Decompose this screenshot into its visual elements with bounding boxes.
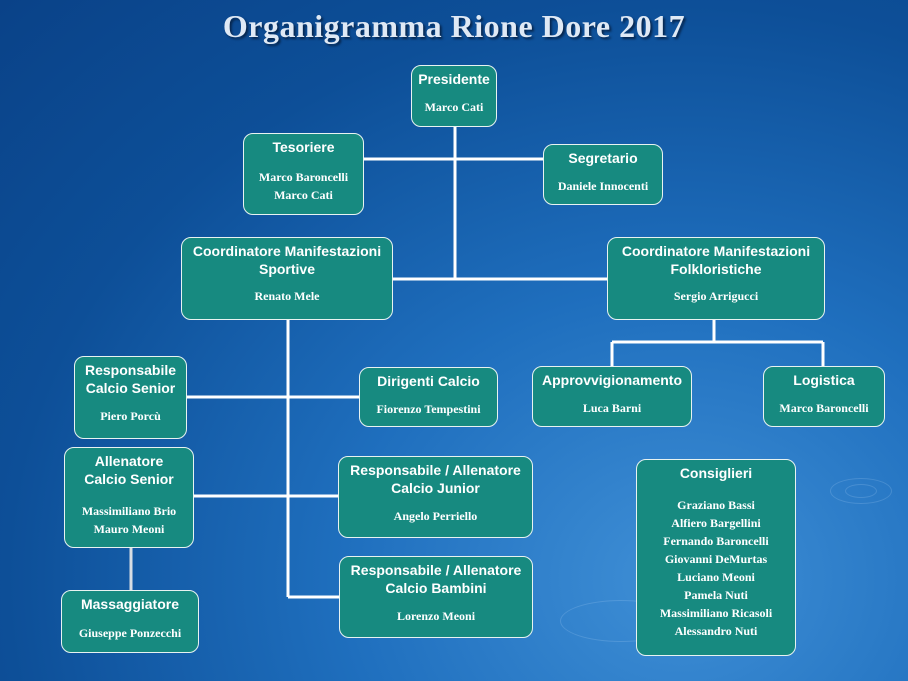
role-label: Approvvigionamento <box>541 372 682 388</box>
role-label: Responsabile / Allenatore <box>350 462 521 478</box>
person-name: Alessandro Nuti <box>674 624 758 638</box>
person-name: Luca Barni <box>582 401 642 415</box>
role-label: Massaggiatore <box>80 596 180 612</box>
role-label: Presidente <box>418 71 490 87</box>
box-allenatore-calcio-senior: Allenatore Calcio Senior Massimiliano Br… <box>64 447 194 548</box>
box-coordinatore-sportive: Coordinatore Manifestazioni Sportive Ren… <box>181 237 393 320</box>
person-name: Fiorenzo Tempestini <box>376 402 481 416</box>
person-name: Pamela Nuti <box>684 588 748 602</box>
box-massaggiatore: Massaggiatore Giuseppe Ponzecchi <box>61 590 199 653</box>
role-label: Logistica <box>793 372 855 388</box>
person-name: Renato Mele <box>254 289 320 303</box>
box-dirigenti-calcio: Dirigenti Calcio Fiorenzo Tempestini <box>359 367 498 427</box>
person-name: Alfiero Bargellini <box>671 516 761 530</box>
role-label: Consiglieri <box>679 465 753 481</box>
role-label: Coordinatore Manifestazioni <box>192 243 382 259</box>
person-name: Marco Baroncelli <box>779 401 869 415</box>
box-tesoriere: Tesoriere Marco Baroncelli Marco Cati <box>243 133 364 215</box>
role-label: Tesoriere <box>272 139 335 155</box>
box-segretario: Segretario Daniele Innocenti <box>543 144 663 205</box>
box-presidente: Presidente Marco Cati <box>411 65 497 127</box>
person-name: Sergio Arrigucci <box>673 289 759 303</box>
person-name: Fernando Baroncelli <box>663 534 769 548</box>
box-responsabile-calcio-junior: Responsabile / Allenatore Calcio Junior … <box>338 456 533 538</box>
role-label: Responsabile / Allenatore <box>350 562 522 578</box>
person-name: Marco Cati <box>274 188 333 202</box>
person-name: Marco Baroncelli <box>258 170 349 184</box>
person-name: Angelo Perriello <box>393 509 478 523</box>
role-label: Sportive <box>258 261 315 277</box>
role-label: Calcio Senior <box>84 471 174 487</box>
water-ripple <box>845 484 877 498</box>
role-label: Calcio Senior <box>85 380 176 396</box>
person-name: Graziano Bassi <box>677 498 755 512</box>
role-label: Folkloristiche <box>670 261 762 277</box>
role-label: Calcio Bambini <box>385 580 487 596</box>
box-responsabile-calcio-senior: Responsabile Calcio Senior Piero Porcù <box>74 356 187 439</box>
box-responsabile-calcio-bambini: Responsabile / Allenatore Calcio Bambini… <box>339 556 533 638</box>
person-name: Massimiliano Ricasoli <box>659 606 773 620</box>
box-consiglieri: Consiglieri Graziano Bassi Alfiero Barge… <box>636 459 796 656</box>
water-ripple <box>830 478 892 504</box>
role-label: Coordinatore Manifestazioni <box>621 243 811 259</box>
role-label: Calcio Junior <box>391 480 480 496</box>
role-label: Allenatore <box>94 453 164 469</box>
person-name: Piero Porcù <box>100 409 161 423</box>
person-name: Giovanni DeMurtas <box>664 552 768 566</box>
role-label: Dirigenti Calcio <box>377 373 480 389</box>
person-name: Daniele Innocenti <box>557 179 649 193</box>
person-name: Mauro Meoni <box>93 522 165 536</box>
page-title: Organigramma Rione Dore 2017 <box>222 8 686 44</box>
box-coordinatore-folkloristiche: Coordinatore Manifestazioni Folkloristic… <box>607 237 825 320</box>
box-approvvigionamento: Approvvigionamento Luca Barni <box>532 366 692 427</box>
person-name: Marco Cati <box>424 100 484 114</box>
person-name: Massimiliano Brio <box>81 504 177 518</box>
role-label: Segretario <box>568 150 638 166</box>
person-name: Lorenzo Meoni <box>396 609 476 623</box>
person-name: Luciano Meoni <box>677 570 755 584</box>
box-logistica: Logistica Marco Baroncelli <box>763 366 885 427</box>
role-label: Responsabile <box>84 362 177 378</box>
person-name: Giuseppe Ponzecchi <box>78 626 182 640</box>
